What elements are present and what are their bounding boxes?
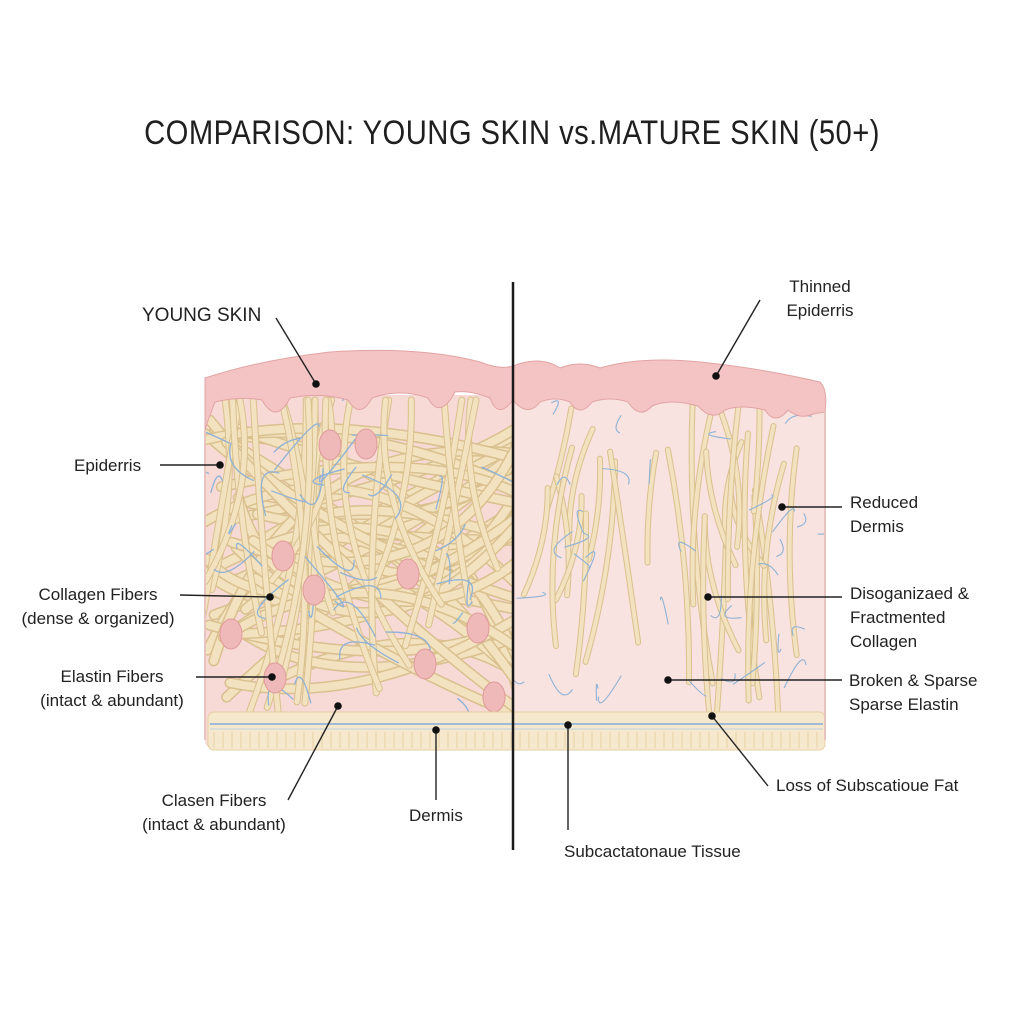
label-young-skin: YOUNG SKIN xyxy=(142,305,262,326)
label-dermis: Dermis xyxy=(409,806,463,825)
young-cells xyxy=(219,428,506,713)
label-clasen-fibers: Clasen Fibers (intact & abundant) xyxy=(142,791,286,834)
label-loss-subcutaneous-fat: Loss of Subscatioue Fat xyxy=(776,776,959,795)
leader-dots xyxy=(216,372,786,734)
subcutaneous-layer xyxy=(207,711,826,751)
leader-lines xyxy=(160,299,842,830)
label-broken-elastin: Broken & Sparse Sparse Elastin xyxy=(849,671,978,714)
label-thinned-epidermis: Thinned Epiderris xyxy=(786,277,854,320)
mature-epidermis xyxy=(512,359,827,419)
label-reduced-dermis: Reduced Dermis xyxy=(850,493,919,536)
mature-collagen-fibers xyxy=(520,397,800,725)
label-collagen-fibers: Collagen Fibers (dense & organized) xyxy=(21,585,175,628)
diagram-title: COMPARISON: YOUNG SKIN vs.MATURE SKIN (5… xyxy=(144,114,880,152)
young-epidermis xyxy=(204,349,514,431)
label-epidermis: Epiderris xyxy=(74,456,142,475)
label-disorganized-collagen: Disoganizaed & Fractmented Collagen xyxy=(850,584,970,651)
label-elastin-fibers: Elastin Fibers (intact & abundant) xyxy=(40,667,184,710)
label-subcutaneous-tissue: Subcactatonaue Tissue xyxy=(564,842,741,861)
